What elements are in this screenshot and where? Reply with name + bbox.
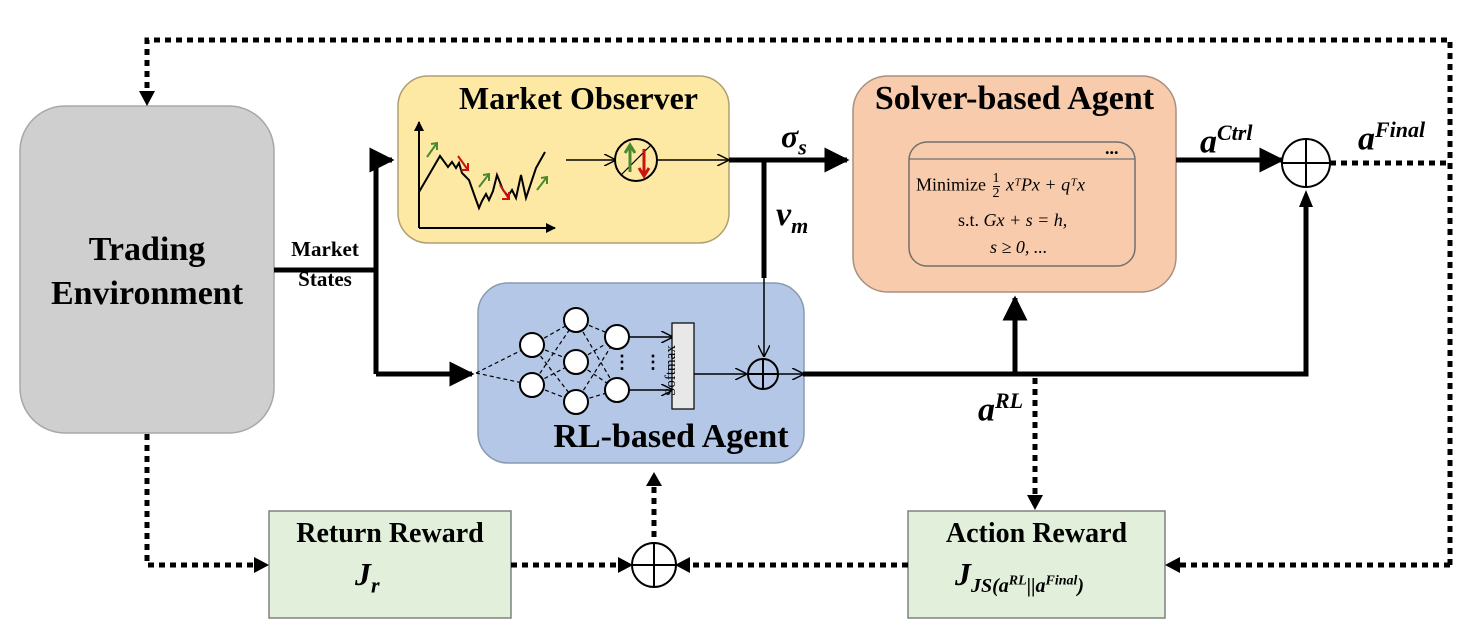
top-feedback-edge: [144, 37, 1453, 565]
fraction-denominator: 2: [992, 186, 1000, 201]
ctrl-superscript: Ctrl: [1217, 120, 1253, 145]
market-states-line2: States: [298, 267, 352, 291]
softmax-layer: [671, 322, 695, 410]
a-symbol: a: [1358, 120, 1375, 158]
rl-superscript: RL: [995, 388, 1024, 413]
v-m-label: vm: [776, 196, 808, 239]
final-sum-node-icon: [1281, 138, 1331, 188]
neural-network-icon: [475, 307, 672, 415]
market-states-label: Market States: [276, 236, 374, 292]
js-subscript: JS(a: [971, 575, 1009, 598]
objective-expression: xᵀPx + qᵀx: [1006, 174, 1086, 195]
a-final-label: aFinal: [1358, 117, 1425, 158]
constraint-expression: Gx + s = h,: [983, 210, 1068, 230]
action-reward-box: [907, 510, 1166, 619]
sigma-subscript: s: [798, 134, 807, 160]
j-symbol: J: [955, 556, 971, 592]
solver-constraint-2: s ≥ 0, ...: [990, 237, 1047, 258]
solver-formula-panel: [908, 141, 1136, 267]
a-rl-main-edge: [803, 205, 1309, 377]
feedback-arrowheads: [139, 91, 1180, 573]
action-reward-symbol: JJS(aRL||aFinal): [955, 556, 1084, 598]
return-reward-title: Return Reward: [296, 518, 484, 549]
up-trend-arrows: [426, 141, 548, 191]
rl-superscript: RL: [1008, 573, 1027, 589]
market-observer-title: Market Observer: [458, 80, 698, 116]
return-reward-symbol: Jr: [355, 556, 380, 598]
action-reward-title: Action Reward: [945, 518, 1128, 549]
v-subscript: m: [791, 212, 809, 238]
return-reward-box: [268, 510, 512, 619]
solver-constraint: s.t. Gx + s = h,: [958, 210, 1067, 231]
price-chart-icon: [414, 121, 556, 233]
sigma-symbol: σ: [781, 118, 799, 154]
js-close: ): [1077, 575, 1085, 598]
trading-environment-label: Trading Environment: [20, 228, 274, 316]
rl-sum-node-icon: [747, 358, 779, 390]
solver-panel-dots: ...: [1105, 138, 1119, 158]
a-rl-label: aRL: [978, 388, 1023, 429]
a-symbol: a: [978, 391, 995, 429]
nn-ellipsis-2: ⋮: [644, 352, 662, 372]
a-ctrl-label: aCtrl: [1200, 120, 1252, 161]
down-trend-arrows: [457, 155, 510, 200]
fraction-numerator: 1: [992, 171, 1000, 187]
constraint-expression-2: s ≥ 0, ...: [990, 237, 1048, 257]
rl-agent-title: RL-based Agent: [553, 418, 789, 455]
nn-ellipsis-1: ⋮: [613, 352, 631, 372]
js-separator: ||a: [1026, 575, 1046, 598]
solver-agent-title: Solver-based Agent: [874, 80, 1155, 117]
j-symbol: J: [355, 556, 371, 592]
constraint-prefix: s.t.: [958, 210, 980, 230]
reward-sum-node-icon: [631, 542, 677, 588]
env-to-return-reward-edge: [144, 434, 254, 568]
market-states-line1: Market: [291, 237, 359, 261]
a-rl-to-final-arrowhead: [1299, 190, 1313, 207]
objective-prefix: Minimize: [916, 174, 986, 195]
objective-fraction: 1 2: [992, 171, 1000, 201]
j-subscript: r: [371, 572, 380, 598]
softmax-label: Softmax: [663, 345, 679, 396]
states-to-observer-edge: [369, 147, 395, 374]
v-symbol: v: [776, 196, 792, 233]
final-superscript: Final: [1375, 117, 1426, 142]
trading-environment-line1: Trading: [88, 231, 206, 268]
final-superscript: Final: [1045, 573, 1078, 589]
sigma-s-label: σs: [781, 118, 807, 160]
trading-environment-line2: Environment: [50, 275, 244, 312]
a-symbol: a: [1200, 123, 1217, 161]
solver-objective: Minimize 1 2 xᵀPx + qᵀx: [916, 172, 1085, 201]
